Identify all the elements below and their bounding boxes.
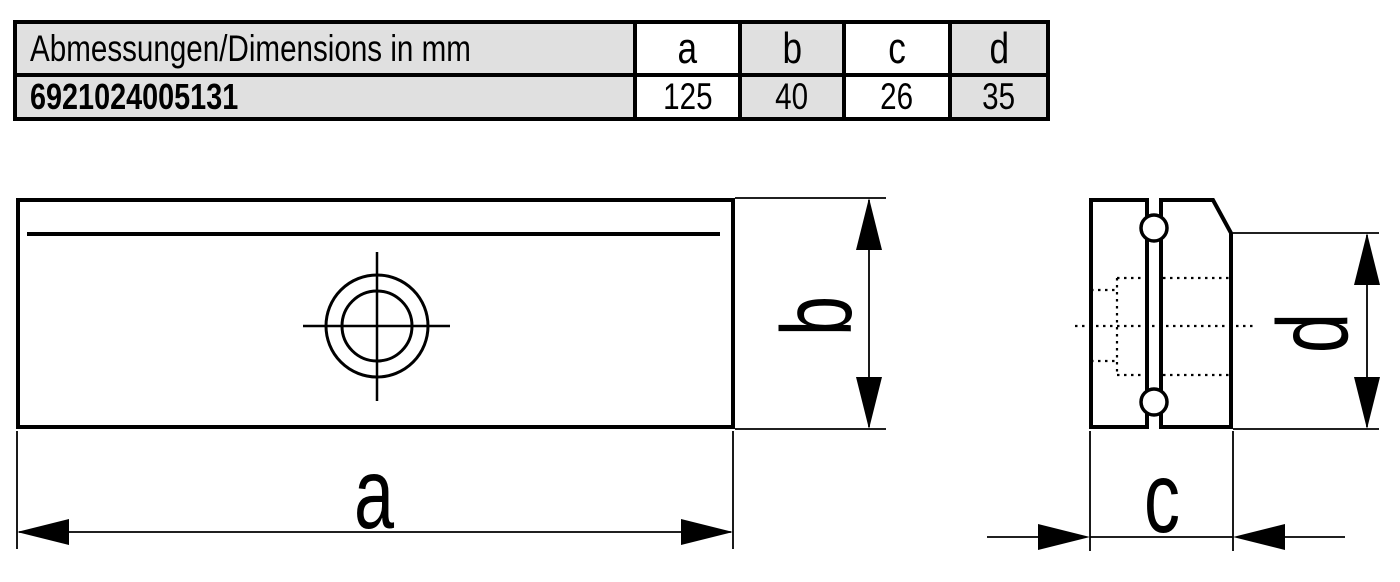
dim-a-arrowhead-right-icon [681,519,733,545]
value-d: 35 [982,76,1016,117]
value-c: 26 [880,76,914,117]
dim-b-arrowhead-up-icon [856,198,882,250]
value-cell-c: 26 [842,73,948,117]
side-view [1075,198,1255,429]
header-c-label: c [888,24,906,73]
slot-pin-top-circle [1139,213,1169,243]
value-cell-b: 40 [738,73,842,117]
dim-d: d [1233,232,1380,430]
header-d-label: d [989,24,1009,73]
part-number: 6921024005131 [30,76,239,117]
front-view [16,198,735,429]
dim-c-label: c [1144,442,1180,553]
dim-a-arrowhead-left-icon [17,519,69,545]
dimensions-label: Abmessungen/Dimensions in mm [30,27,471,69]
front-view-outline [16,198,735,429]
value-cell-a: 125 [633,73,738,117]
dim-d-arrowhead-up-icon [1354,233,1380,285]
value-cell-d: 35 [948,73,1046,117]
header-b-label: b [782,24,802,73]
dim-a-label: a [354,438,394,549]
dim-c: c [987,431,1345,554]
dim-c-arrowhead-left-icon [1233,524,1285,550]
dimensions-table: Abmessungen/Dimensions in mm a b c d 692… [13,20,1050,121]
header-cell-c: c [842,24,948,73]
side-view-right-block-outline [1159,198,1233,429]
part-number-cell: 6921024005131 [17,73,633,117]
value-b: 40 [775,76,809,117]
dim-b-label: b [761,296,872,336]
slot-pin-bottom-circle [1139,387,1169,417]
hole-outer-circle [324,273,430,379]
dim-d-label: d [1257,313,1368,353]
hole-inner-circle [340,289,414,363]
header-a-label: a [677,24,698,73]
dim-b: b [735,197,886,430]
header-cell-a: a [633,24,738,73]
header-cell-d: d [948,24,1046,73]
side-view-left-block-outline [1089,198,1149,429]
header-cell-b: b [738,24,842,73]
dim-d-arrowhead-down-icon [1354,377,1380,429]
dim-b-arrowhead-down-icon [856,377,882,429]
dim-a: a [16,431,734,550]
value-a: 125 [662,76,713,117]
dim-c-arrowhead-right-icon [1038,524,1090,550]
header-cell-dimensions: Abmessungen/Dimensions in mm [17,24,633,73]
